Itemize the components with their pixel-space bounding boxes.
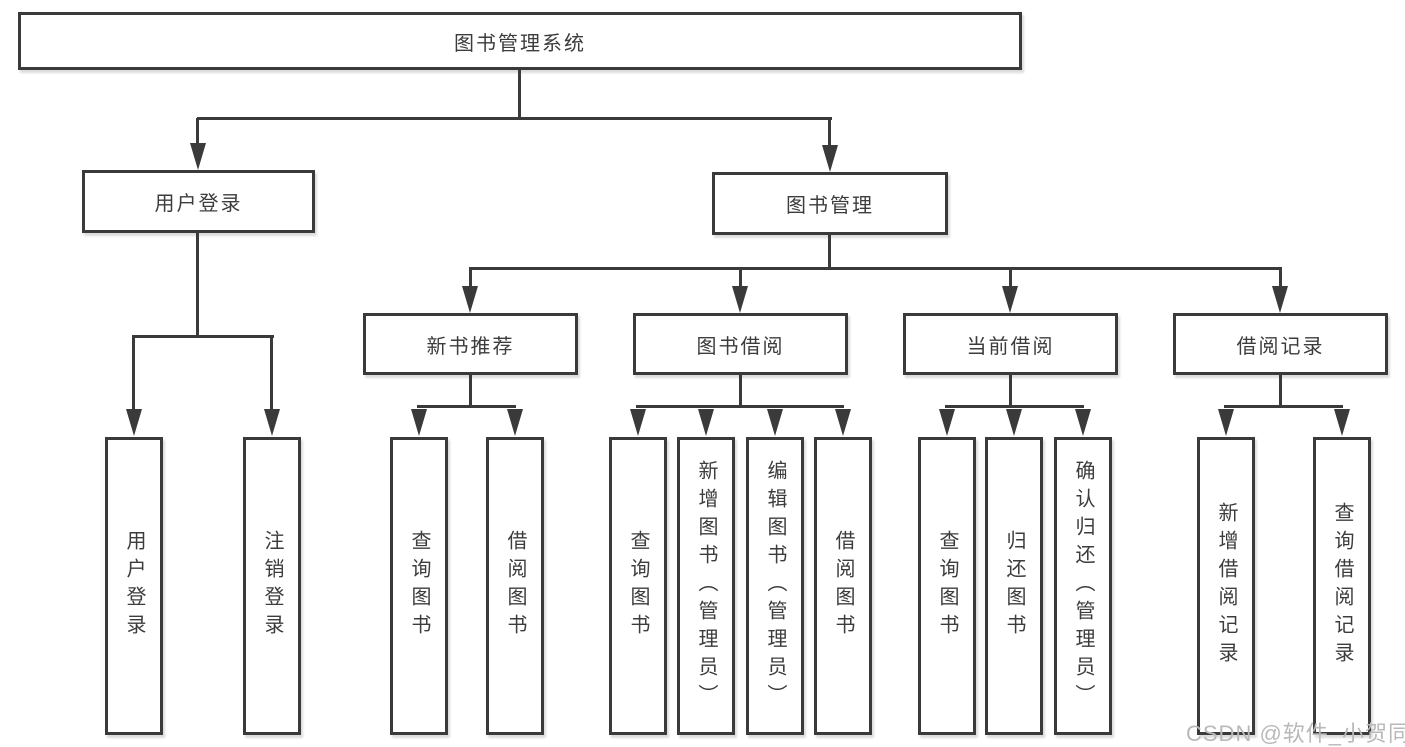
leaf-new-books-query-label: 查询图书 <box>408 530 430 642</box>
arrowhead-borrow-edit <box>767 409 783 436</box>
connector-book-management-stem <box>828 235 831 270</box>
node-book-borrow-label: 图书借阅 <box>696 335 785 358</box>
arrowhead-borrow-borrow <box>835 409 851 436</box>
connector-drop-borrow-records <box>1279 268 1282 287</box>
arrowhead-records-add <box>1218 409 1234 436</box>
leaf-borrow-edit-label: 编辑图书（管理员） <box>764 460 786 712</box>
leaf-borrow-add-label: 新增图书（管理员） <box>695 460 717 712</box>
leaf-new-books-query: 查询图书 <box>390 437 448 735</box>
leaf-logout: 注销登录 <box>243 437 301 735</box>
leaf-borrow-add: 新增图书（管理员） <box>677 437 735 735</box>
csdn-watermark: CSDN @软件_小贺同学 <box>1186 721 1405 746</box>
arrowhead-new-books <box>462 286 478 313</box>
leaf-borrow-query: 查询图书 <box>609 437 667 735</box>
node-book-management-system-label: 图书管理系统 <box>454 32 586 55</box>
leaf-records-query-label: 查询借阅记录 <box>1331 502 1353 670</box>
node-borrow-records: 借阅记录 <box>1173 313 1388 375</box>
connector-new-books-rail <box>417 405 516 408</box>
node-book-management-system: 图书管理系统 <box>18 12 1022 70</box>
connector-current-borrow-rail <box>945 405 1084 408</box>
arrowhead-new-books-query <box>411 409 427 436</box>
arrowhead-borrow-add <box>698 409 714 436</box>
arrowhead-current-confirm <box>1075 409 1091 436</box>
leaf-borrow-edit: 编辑图书（管理员） <box>746 437 804 735</box>
arrowhead-new-books-borrow <box>507 409 523 436</box>
connector-drop-login <box>132 336 135 410</box>
arrowhead-login <box>126 409 142 436</box>
connector-drop-logout <box>270 336 273 410</box>
leaf-logout-label: 注销登录 <box>261 530 283 642</box>
connector-book-borrow-rail <box>636 405 844 408</box>
connector-new-books-stem <box>469 375 472 407</box>
connector-book-borrow-stem <box>739 375 742 407</box>
node-borrow-records-label: 借阅记录 <box>1236 335 1325 358</box>
node-new-books-label: 新书推荐 <box>426 335 515 358</box>
node-book-management: 图书管理 <box>712 172 948 235</box>
connector-drop-book-management <box>828 118 831 146</box>
arrowhead-current-borrow <box>1002 286 1018 313</box>
arrowhead-current-query <box>939 409 955 436</box>
connector-user-login-rail <box>132 335 274 338</box>
node-user-login: 用户登录 <box>82 170 315 233</box>
arrowhead-records-query <box>1334 409 1350 436</box>
node-user-login-label: 用户登录 <box>154 193 243 215</box>
leaf-records-query: 查询借阅记录 <box>1313 437 1371 735</box>
leaf-current-confirm-label: 确认归还（管理员） <box>1072 460 1094 712</box>
arrowhead-current-return <box>1006 409 1022 436</box>
connector-drop-current-borrow <box>1009 268 1012 287</box>
arrowhead-user-login <box>190 143 206 170</box>
leaf-current-query: 查询图书 <box>918 437 976 735</box>
node-new-books: 新书推荐 <box>363 313 578 375</box>
leaf-current-return: 归还图书 <box>985 437 1043 735</box>
connector-user-login-stem <box>196 233 199 338</box>
node-book-borrow: 图书借阅 <box>633 313 848 375</box>
leaf-current-query-label: 查询图书 <box>936 530 958 642</box>
connector-root-rail <box>197 117 832 120</box>
node-current-borrow-label: 当前借阅 <box>966 335 1055 358</box>
connector-current-borrow-stem <box>1009 375 1012 407</box>
leaf-current-confirm: 确认归还（管理员） <box>1054 437 1112 735</box>
arrowhead-logout <box>264 409 280 436</box>
arrowhead-borrow-query <box>630 409 646 436</box>
leaf-current-return-label: 归还图书 <box>1003 530 1025 642</box>
connector-drop-new-books <box>469 268 472 287</box>
node-current-borrow: 当前借阅 <box>903 313 1118 375</box>
leaf-user-login: 用户登录 <box>105 437 163 735</box>
connector-borrow-records-stem <box>1279 375 1282 407</box>
node-book-management-label: 图书管理 <box>786 195 874 217</box>
leaf-new-books-borrow: 借阅图书 <box>486 437 544 735</box>
leaf-records-add: 新增借阅记录 <box>1197 437 1255 735</box>
connector-book-management-rail <box>469 267 1282 270</box>
connector-borrow-records-rail <box>1224 405 1343 408</box>
leaf-user-login-label: 用户登录 <box>123 530 145 642</box>
connector-drop-book-borrow <box>739 268 742 287</box>
connector-drop-user-login <box>196 118 199 144</box>
leaf-borrow-borrow-label: 借阅图书 <box>832 530 854 642</box>
arrowhead-borrow-records <box>1272 286 1288 313</box>
connector-root-stem <box>518 70 521 120</box>
leaf-borrow-query-label: 查询图书 <box>627 530 649 642</box>
arrowhead-book-borrow <box>732 286 748 313</box>
leaf-borrow-borrow: 借阅图书 <box>814 437 872 735</box>
leaf-records-add-label: 新增借阅记录 <box>1215 502 1237 670</box>
leaf-new-books-borrow-label: 借阅图书 <box>504 530 526 642</box>
arrowhead-book-management <box>822 145 838 172</box>
